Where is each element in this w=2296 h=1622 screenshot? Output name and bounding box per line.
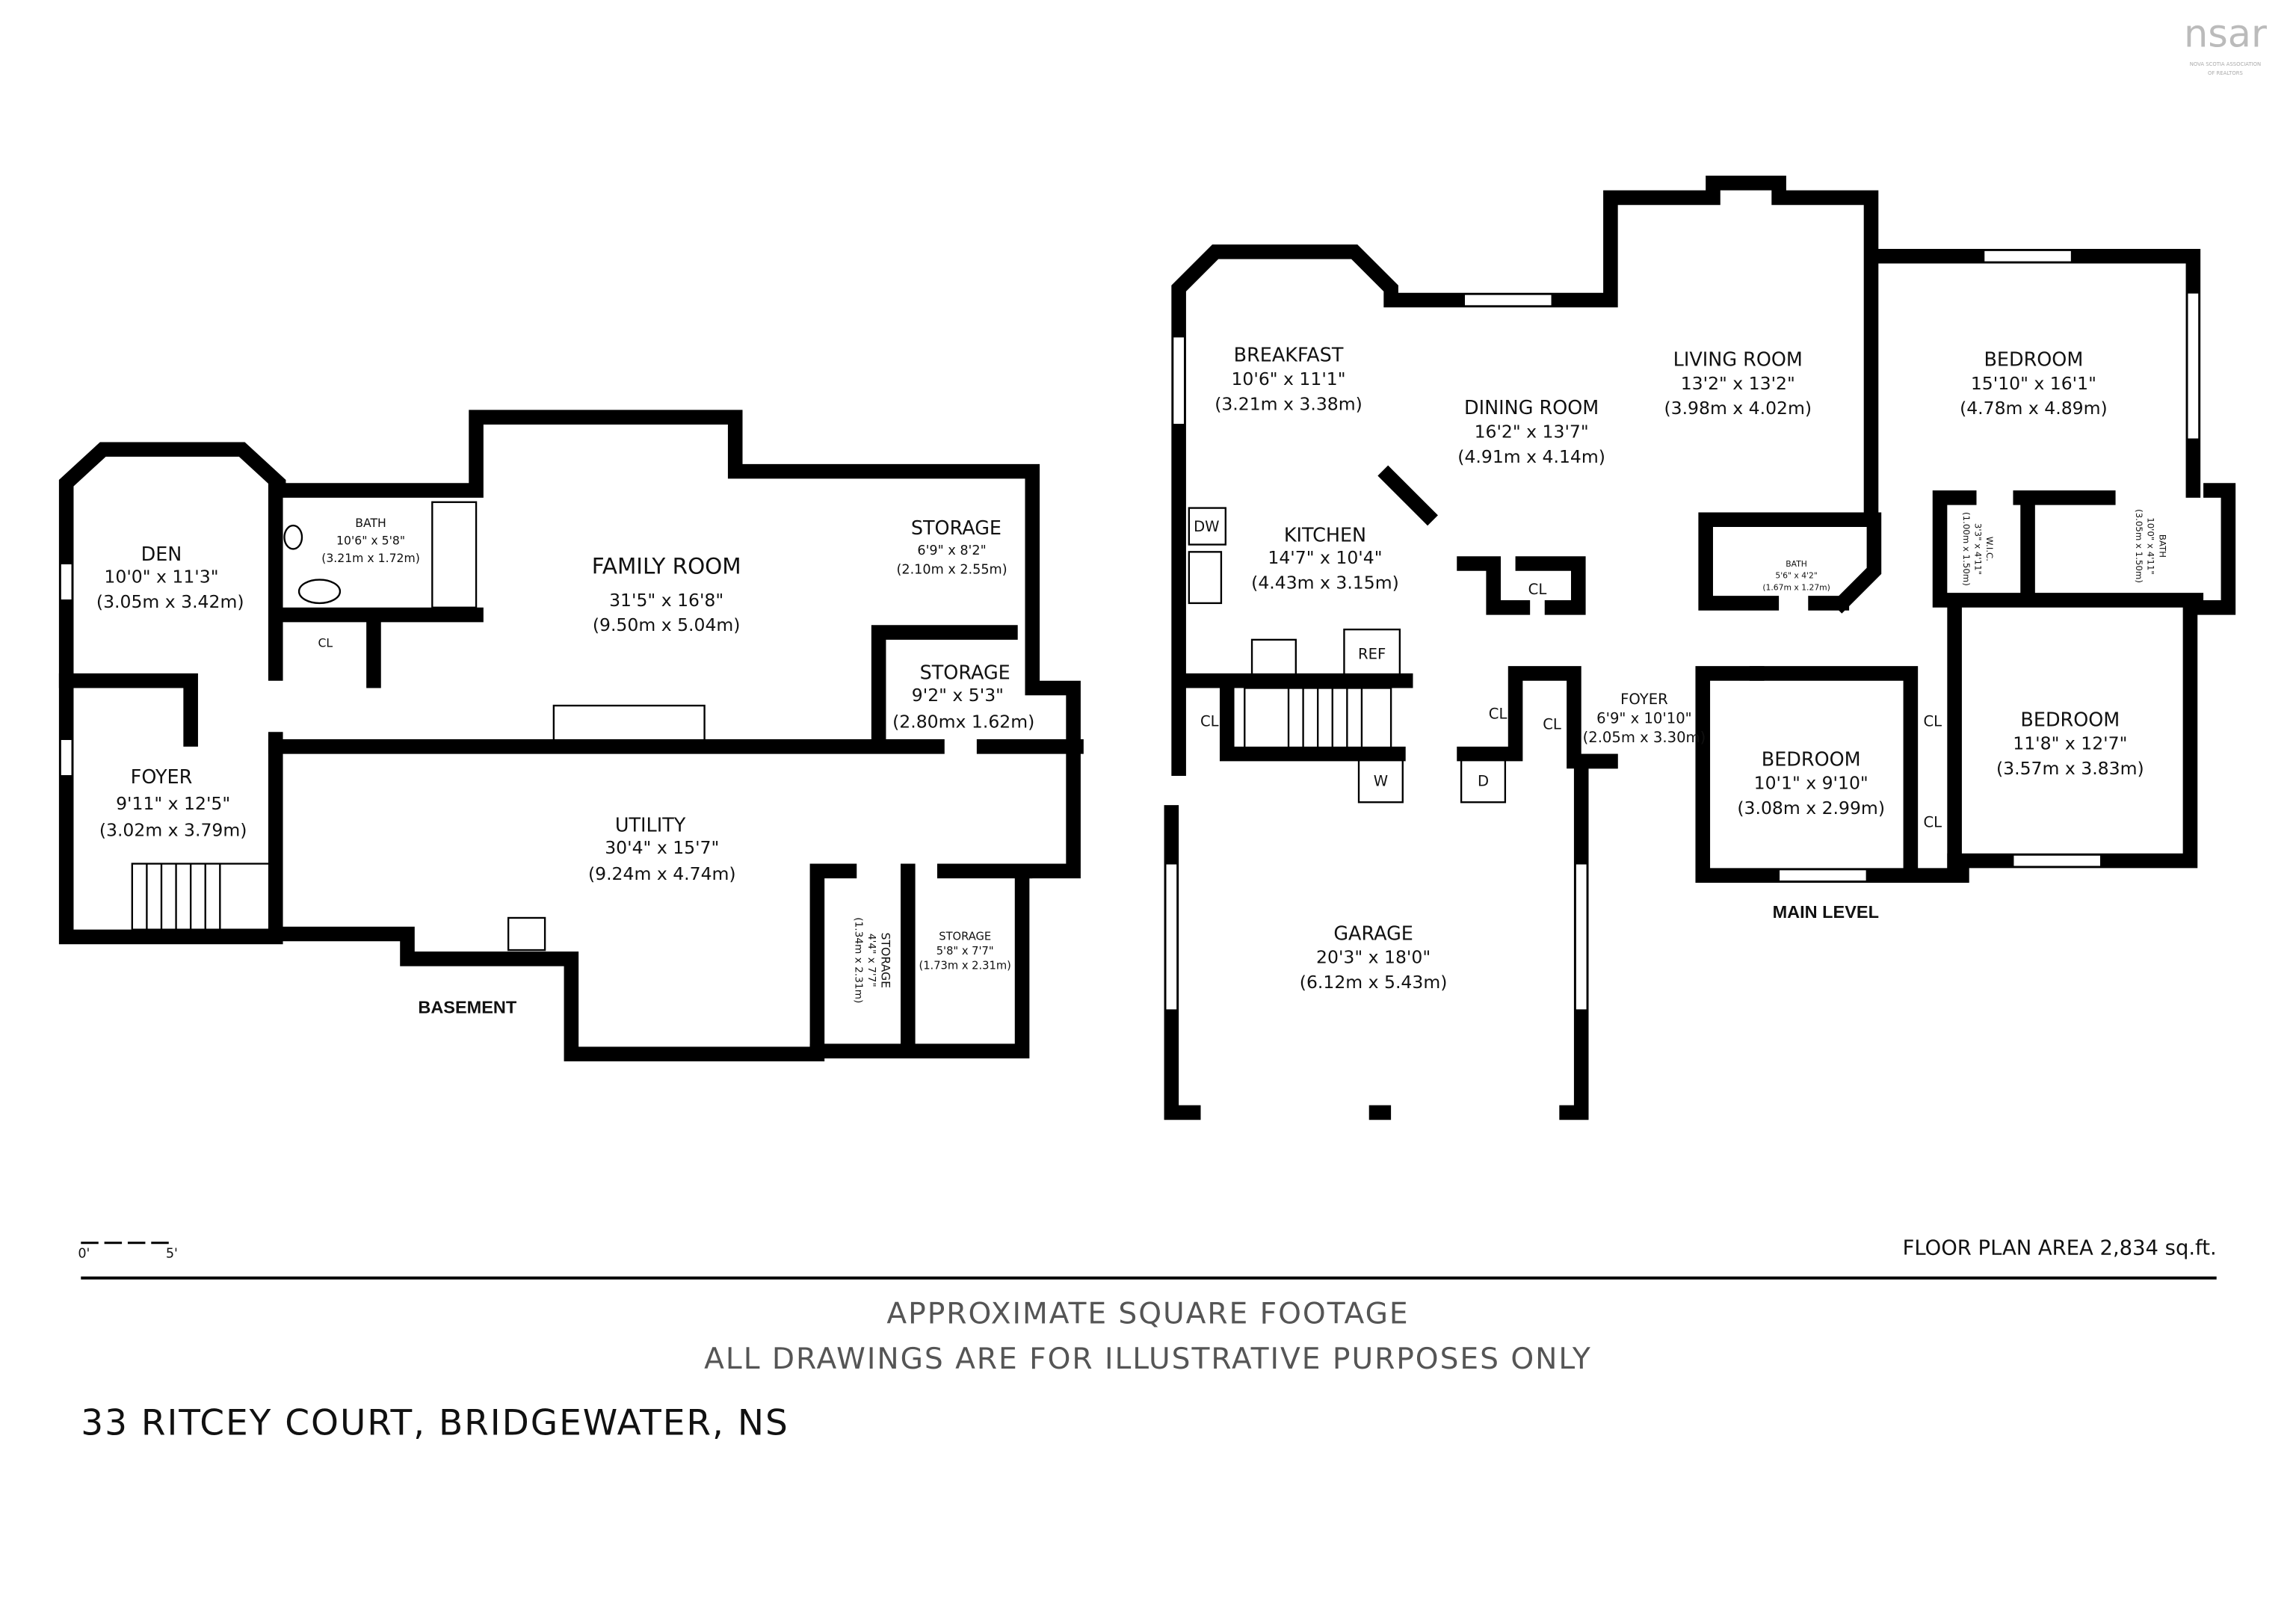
room-dim: 15'10" x 16'1" [1971, 373, 2096, 394]
nsar-logo: nsar NOVA SCOTIA ASSOCIATION OF REALTORS [2184, 13, 2267, 76]
room-metric: (3.05m x 1.50m) [2134, 509, 2144, 583]
room-metric: (4.43m x 3.15m) [1251, 572, 1399, 593]
room-dim: 5'6" x 4'2" [1775, 571, 1817, 581]
dishwasher-label: DW [1194, 518, 1219, 535]
basement-walls [58, 410, 1081, 1061]
room-name: KITCHEN [1284, 525, 1366, 547]
room-name: UTILITY [615, 814, 686, 836]
room-name: BEDROOM [1762, 748, 1861, 771]
disclaimer-line-1: APPROXIMATE SQUARE FOOTAGE [886, 1297, 1409, 1330]
svg-text:nsar: nsar [2184, 13, 2267, 57]
room-dim: 9'11" x 12'5" [116, 793, 230, 814]
room-dim: 20'3" x 18'0" [1316, 947, 1431, 968]
room-metric: (2.10m x 2.55m) [897, 563, 1007, 578]
room-metric: (9.24m x 4.74m) [588, 863, 736, 884]
basement-plan: DEN 10'0" x 11'3" (3.05m x 3.42m) BATH 1… [58, 410, 1084, 1061]
washer-label: W [1374, 773, 1388, 790]
closet-label: CL [1200, 712, 1219, 730]
closet-label: CL [1528, 581, 1547, 598]
room-name: DEN [141, 543, 182, 566]
main-walls [1171, 176, 2236, 883]
room-metric: (2.05m x 3.30m) [1583, 729, 1706, 746]
room-dim: 30'4" x 15'7" [605, 837, 719, 858]
room-name: FOYER [131, 766, 193, 789]
room-dim: 4'4" x 7'7" [865, 934, 877, 987]
room-name: DINING ROOM [1464, 397, 1599, 419]
room-dim: 10'1" x 9'10" [1754, 773, 1868, 794]
room-metric: (1.34m x 2.31m) [852, 917, 864, 1003]
room-name: FAMILY ROOM [592, 554, 741, 579]
room-metric: (3.57m x 3.83m) [1996, 758, 2144, 779]
room-name: LIVING ROOM [1673, 349, 1803, 371]
level-label-main: MAIN LEVEL [1773, 902, 1879, 922]
room-metric: (2.80mx 1.62m) [892, 711, 1034, 732]
room-dim: 10'0" x 11'3" [104, 566, 218, 587]
floor-plan-area: FLOOR PLAN AREA 2,834 sq.ft. [1903, 1236, 2217, 1259]
room-metric: (3.02m x 3.79m) [99, 819, 247, 840]
room-metric: (6.12m x 5.43m) [1300, 972, 1448, 993]
svg-text:OF REALTORS: OF REALTORS [2208, 70, 2243, 76]
room-metric: (3.21m x 1.72m) [321, 551, 420, 565]
room-name: BATH [2157, 534, 2167, 558]
room-name: STORAGE [911, 517, 1002, 540]
room-name: GARAGE [1333, 922, 1413, 945]
room-metric: (1.67m x 1.27m) [1762, 582, 1830, 592]
room-dim: 6'9" x 8'2" [917, 543, 986, 558]
room-dim: 9'2" x 5'3" [912, 685, 1004, 706]
room-name: W.I.C. [1984, 537, 1995, 561]
closet-label: CL [1923, 712, 1942, 730]
room-name: STORAGE [879, 932, 893, 988]
dryer-label: D [1478, 773, 1489, 790]
room-dim: 10'6" x 5'8" [336, 534, 405, 548]
room-dim: 5'8" x 7'7" [936, 945, 994, 958]
room-metric: (1.00m x 1.50m) [1961, 512, 1972, 586]
room-metric: (3.98m x 4.02m) [1664, 398, 1812, 419]
room-dim: 13'2" x 13'2" [1681, 373, 1795, 394]
svg-text:0': 0' [78, 1246, 90, 1261]
room-metric: (4.78m x 4.89m) [1960, 398, 2108, 419]
room-dim: 31'5" x 16'8" [609, 590, 723, 611]
room-dim: 10'0" x 4'11" [2146, 517, 2156, 575]
room-dim: 14'7" x 10'4" [1268, 547, 1382, 568]
room-name: BREAKFAST [1234, 345, 1344, 367]
closet-label: CL [318, 636, 333, 650]
room-name: FOYER [1620, 691, 1668, 708]
closet-label: CL [1543, 715, 1561, 733]
room-dim: 16'2" x 13'7" [1475, 422, 1589, 442]
scale-bar: 0' 5' [78, 1242, 178, 1261]
level-label-basement: BASEMENT [418, 997, 517, 1017]
property-address: 33 RITCEY COURT, BRIDGEWATER, NS [81, 1402, 789, 1443]
closet-label: CL [1923, 814, 1942, 831]
room-dim: 11'8" x 12'7" [2013, 733, 2127, 754]
room-dim: 10'6" x 11'1" [1231, 369, 1345, 389]
room-name: BATH [1786, 559, 1807, 569]
room-name: BATH [355, 516, 386, 530]
svg-text:NOVA SCOTIA ASSOCIATION: NOVA SCOTIA ASSOCIATION [2190, 61, 2261, 67]
disclaimer-line-2: ALL DRAWINGS ARE FOR ILLUSTRATIVE PURPOS… [704, 1342, 1592, 1376]
room-name: BEDROOM [2020, 709, 2120, 731]
room-metric: (4.91m x 4.14m) [1457, 446, 1605, 467]
room-name: STORAGE [920, 662, 1010, 685]
room-metric: (3.21m x 3.38m) [1215, 393, 1363, 414]
main-level-plan: BREAKFAST 10'6" x 11'1" (3.21m x 3.38m) … [1164, 176, 2236, 1120]
room-metric: (1.73m x 2.31m) [919, 960, 1010, 972]
room-name: BEDROOM [1984, 349, 2083, 371]
svg-text:5': 5' [166, 1246, 178, 1261]
room-dim: 3'3" x 4'11" [1973, 523, 1984, 575]
room-metric: (9.50m x 5.04m) [593, 614, 741, 635]
closet-label: CL [1489, 706, 1507, 723]
room-metric: (3.08m x 2.99m) [1737, 798, 1885, 818]
room-dim: 6'9" x 10'10" [1596, 709, 1692, 727]
room-metric: (3.05m x 3.42m) [96, 591, 244, 612]
room-name: STORAGE [939, 930, 991, 943]
fridge-label: REF [1358, 645, 1386, 662]
